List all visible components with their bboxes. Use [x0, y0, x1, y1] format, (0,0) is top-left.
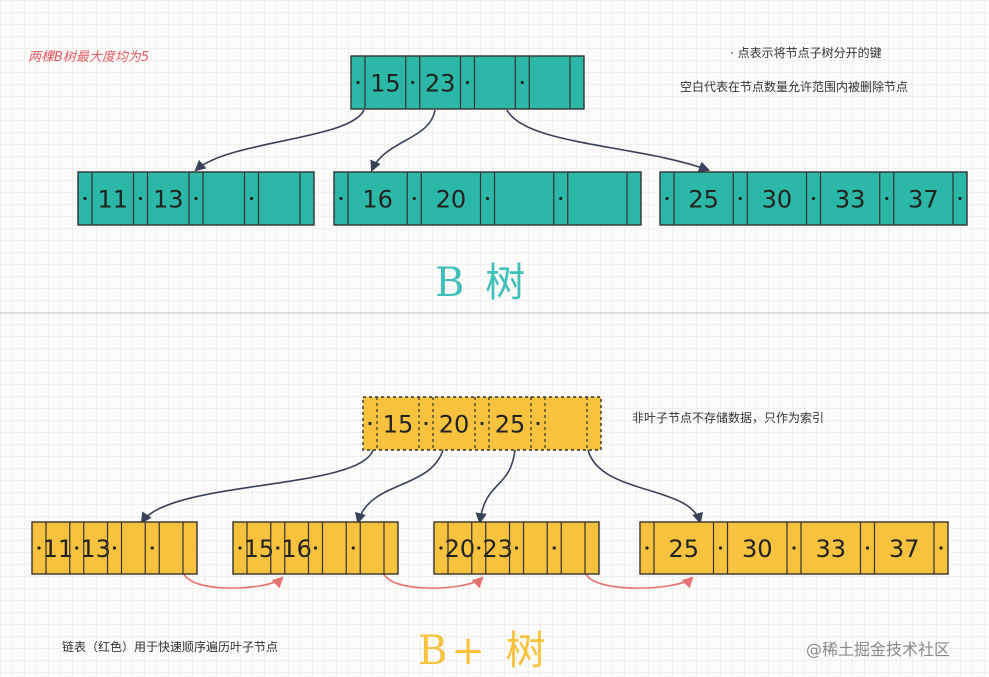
pointer-dot: [313, 546, 318, 550]
node-key: 33: [835, 186, 866, 214]
pointer-dot: [356, 80, 360, 85]
pointer-dot: [718, 546, 723, 550]
pointer-dot: [958, 196, 962, 201]
pointer-dot: [480, 421, 484, 426]
node-key: 16: [281, 535, 312, 563]
node-key: 20: [436, 186, 467, 214]
pointer-dot: [37, 546, 41, 550]
node-key: 25: [668, 535, 699, 563]
pointer-dot: [411, 80, 415, 85]
node-key: 15: [244, 535, 275, 563]
bplus-arrow-3: [475, 449, 516, 525]
node-key: 30: [742, 535, 773, 563]
pointer-dot: [351, 546, 355, 550]
btree-dot-note: · 点表示将节点子树分开的键: [730, 46, 882, 60]
pointer-dot: [439, 546, 443, 550]
node-key: 11: [43, 535, 74, 563]
pointer-dot: [792, 546, 796, 550]
btree-leaf-node-1: 11 13: [77, 171, 315, 226]
node-key: 16: [362, 186, 393, 214]
node-key: 30: [762, 186, 793, 214]
pointer-dot: [520, 80, 524, 85]
pointer-dot: [112, 546, 117, 550]
bplus-arrow-1: [140, 449, 374, 524]
btree-arrow-left: [194, 109, 365, 172]
btree-degree-note: 两棵B树最大度均为5: [28, 50, 150, 65]
pointer-dot: [485, 196, 490, 201]
node-key: 37: [908, 186, 939, 214]
pointer-dot: [194, 196, 198, 201]
pointer-dot: [559, 196, 563, 201]
node-key: 15: [370, 70, 401, 98]
bplus-arrow-4: [587, 449, 704, 525]
pointer-dot: [552, 546, 556, 550]
pointer-dot: [424, 421, 428, 426]
link-arrow-3: [584, 571, 694, 589]
bplus-arrow-2: [355, 449, 444, 525]
node-key: 37: [889, 535, 920, 563]
bplus-linked-list: [182, 571, 694, 589]
node-key: 11: [97, 186, 128, 214]
node-key: 20: [439, 411, 470, 439]
link-arrow-2: [382, 571, 484, 589]
link-arrow-1: [182, 571, 284, 589]
watermark: @稀土掘金技术社区: [806, 640, 951, 659]
btree-empty-note: 空白代表在节点数量允许范围内被删除节点: [680, 80, 909, 94]
bplus-title: B+ 树: [418, 628, 550, 674]
pointer-dot: [665, 196, 669, 201]
pointer-dot: [738, 196, 742, 201]
node-key: 33: [815, 535, 846, 563]
pointer-dot: [885, 196, 889, 201]
pointer-dot: [83, 196, 87, 201]
node-key: 23: [425, 70, 456, 98]
node-key: 13: [153, 186, 184, 214]
pointer-dot: [477, 546, 481, 550]
pointer-dot: [865, 546, 870, 550]
pointer-dot: [276, 546, 280, 550]
node-key: 15: [383, 411, 414, 439]
bplus-arrows: [140, 449, 704, 525]
btree-arrows: [194, 109, 711, 173]
bplus-leaf-node-4: 25 30 33 37: [639, 521, 949, 575]
pointer-dot: [412, 196, 416, 201]
pointer-dot: [249, 196, 254, 201]
pointer-dot: [514, 546, 519, 550]
pointer-dot: [939, 546, 943, 550]
node-key: 25: [495, 411, 526, 439]
pointer-dot: [138, 196, 143, 201]
pointer-dot: [339, 196, 343, 201]
btree-title: B 树: [435, 260, 530, 306]
node-key: 23: [482, 535, 513, 563]
bplus-nonleaf-note: 非叶子节点不存储数据，只作为索引: [632, 411, 825, 425]
btree-leaf-node-3: 25 30 33 37: [659, 171, 968, 226]
node-key: 20: [445, 535, 476, 563]
pointer-dot: [465, 80, 470, 85]
pointer-dot: [75, 546, 79, 550]
pointer-dot: [645, 546, 649, 550]
pointer-dot: [536, 421, 540, 426]
btree-arrow-right: [506, 109, 711, 173]
pointer-dot: [238, 546, 242, 550]
node-key: 13: [80, 535, 111, 563]
node-key: 25: [688, 186, 719, 214]
bplus-root-node: 15 20 25: [362, 396, 602, 451]
btree-arrow-middle: [370, 109, 436, 173]
pointer-dot: [150, 546, 154, 550]
pointer-dot: [368, 421, 372, 426]
bplus-linked-note: 链表（红色）用于快速顺序遍历叶子节点: [62, 640, 279, 654]
pointer-dot: [811, 196, 816, 201]
